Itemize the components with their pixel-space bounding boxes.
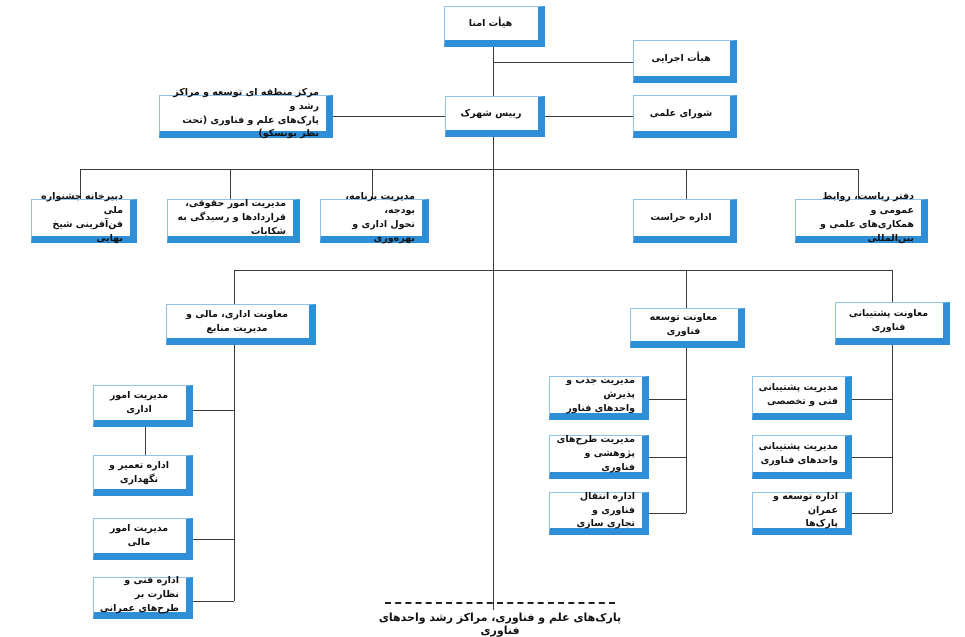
box-line: واحدهای فناوری	[760, 455, 838, 466]
tech-transfer-box: اداره انتقال فناوری و تجاری سازی	[549, 490, 649, 535]
connector-line	[852, 399, 892, 400]
connector-line	[193, 410, 234, 411]
vp-tech-development-box: معاونت توسعه فناوری	[630, 308, 745, 348]
connector-line	[858, 169, 859, 199]
box-line: پژوهشی و فناوری	[584, 448, 635, 473]
parks-development-box: اداره توسعه و عمران پارک‌ها	[752, 490, 852, 535]
connector-line	[892, 270, 893, 302]
box-line: همکاری‌های علمی و بین‌المللی	[820, 219, 914, 244]
box-line: مدیریت پشتیبانی	[758, 441, 838, 453]
box-line: پارک‌ها	[805, 518, 839, 530]
box-line: مدیریت امور حقوقی،	[185, 198, 286, 210]
connector-line	[649, 399, 686, 400]
president-box: رییس شهرک	[445, 96, 545, 137]
connector-line	[193, 601, 234, 602]
connector-line	[145, 427, 146, 455]
box-line: پارک‌های علم و فناوری (تحت نظر یونسکو)	[182, 114, 319, 140]
box-line: تحول اداری و بهره‌وری	[352, 219, 415, 244]
footer-caption: پارک‌های علم و فناوری، مراکز رشد واحدهای…	[378, 611, 622, 637]
financial-affairs-box: مدیریت امور مالی	[93, 518, 193, 560]
vp-admin-finance-box: معاونت اداری، مالی و مدیریت منابع	[166, 304, 316, 345]
unit-support-box: مدیریت پشتیبانی واحدهای فناوری	[752, 435, 852, 479]
connector-line	[80, 169, 81, 199]
box-line: مدیریت جذب و پذیرش	[566, 375, 635, 401]
connector-line	[852, 513, 892, 514]
connector-line	[333, 116, 445, 117]
box-line: طرح‌های عمرانی	[99, 602, 179, 614]
connector-line	[493, 62, 633, 63]
connector-line	[493, 47, 494, 610]
connector-line	[649, 457, 686, 458]
box-line: تجاری سازی	[576, 518, 635, 530]
connector-line	[234, 345, 235, 601]
connector-line	[686, 348, 687, 513]
connector-line	[649, 513, 686, 514]
scientific-council-box: شورای علمی	[633, 95, 737, 138]
box-line: مدیریت پشتیبانی	[758, 382, 838, 394]
box-line: مدیریت برنامه، بودجه،	[345, 191, 415, 217]
box-line: اداره توسعه و عمران	[773, 490, 838, 516]
connector-line	[80, 169, 858, 170]
executive-board-box: هیأت اجرایی	[633, 40, 737, 83]
connector-line	[230, 169, 231, 199]
box-line: فن‌آفرینی شیخ بهایی	[52, 219, 123, 244]
research-projects-box: مدیریت طرح‌های پژوهشی و فناوری	[549, 434, 649, 479]
box-line: دبیرخانه جشنواره ملی	[41, 191, 123, 217]
maintenance-box: اداره تعمیر و نگهداری	[93, 455, 193, 496]
box-line: واحدهای فناور	[566, 402, 635, 414]
connector-line	[372, 169, 373, 199]
connector-line	[892, 345, 893, 513]
connector-line	[852, 457, 892, 458]
connector-line	[545, 116, 633, 117]
box-line: مرکز منطقه ای توسعه و مراکز رشد و	[173, 86, 319, 112]
legal-affairs-box: مدیریت امور حقوقی، قراردادها و رسیدگی به …	[167, 198, 300, 243]
board-of-trustees-box: هیأت امنا	[444, 6, 545, 47]
connector-line	[686, 169, 687, 199]
planning-budget-box: مدیریت برنامه، بودجه،تحول اداری و بهره‌و…	[320, 191, 429, 244]
box-line: اداره انتقال فناوری و	[579, 490, 635, 516]
admin-affairs-box: مدیریت امور اداری	[93, 385, 193, 427]
footer-dashed-line	[385, 602, 615, 604]
vp-tech-support-box: معاونت پشتیبانی فناوری	[835, 302, 950, 345]
connector-line	[686, 270, 687, 308]
box-line: دفتر ریاست، روابط عمومی و	[822, 191, 914, 217]
box-line: فنی و تخصصی	[767, 396, 838, 407]
box-line: قراردادها و رسیدگی به شکایات	[177, 212, 287, 237]
connector-line	[193, 539, 234, 540]
security-office-box: اداره حراست	[633, 199, 737, 243]
connector-line	[234, 270, 235, 304]
box-line: مدیریت طرح‌های	[556, 434, 635, 446]
connector-line	[234, 270, 893, 271]
box-line: اداره فنی و نظارت بر	[124, 575, 179, 601]
specialized-support-box: مدیریت پشتیبانی فنی و تخصصی	[752, 376, 852, 420]
